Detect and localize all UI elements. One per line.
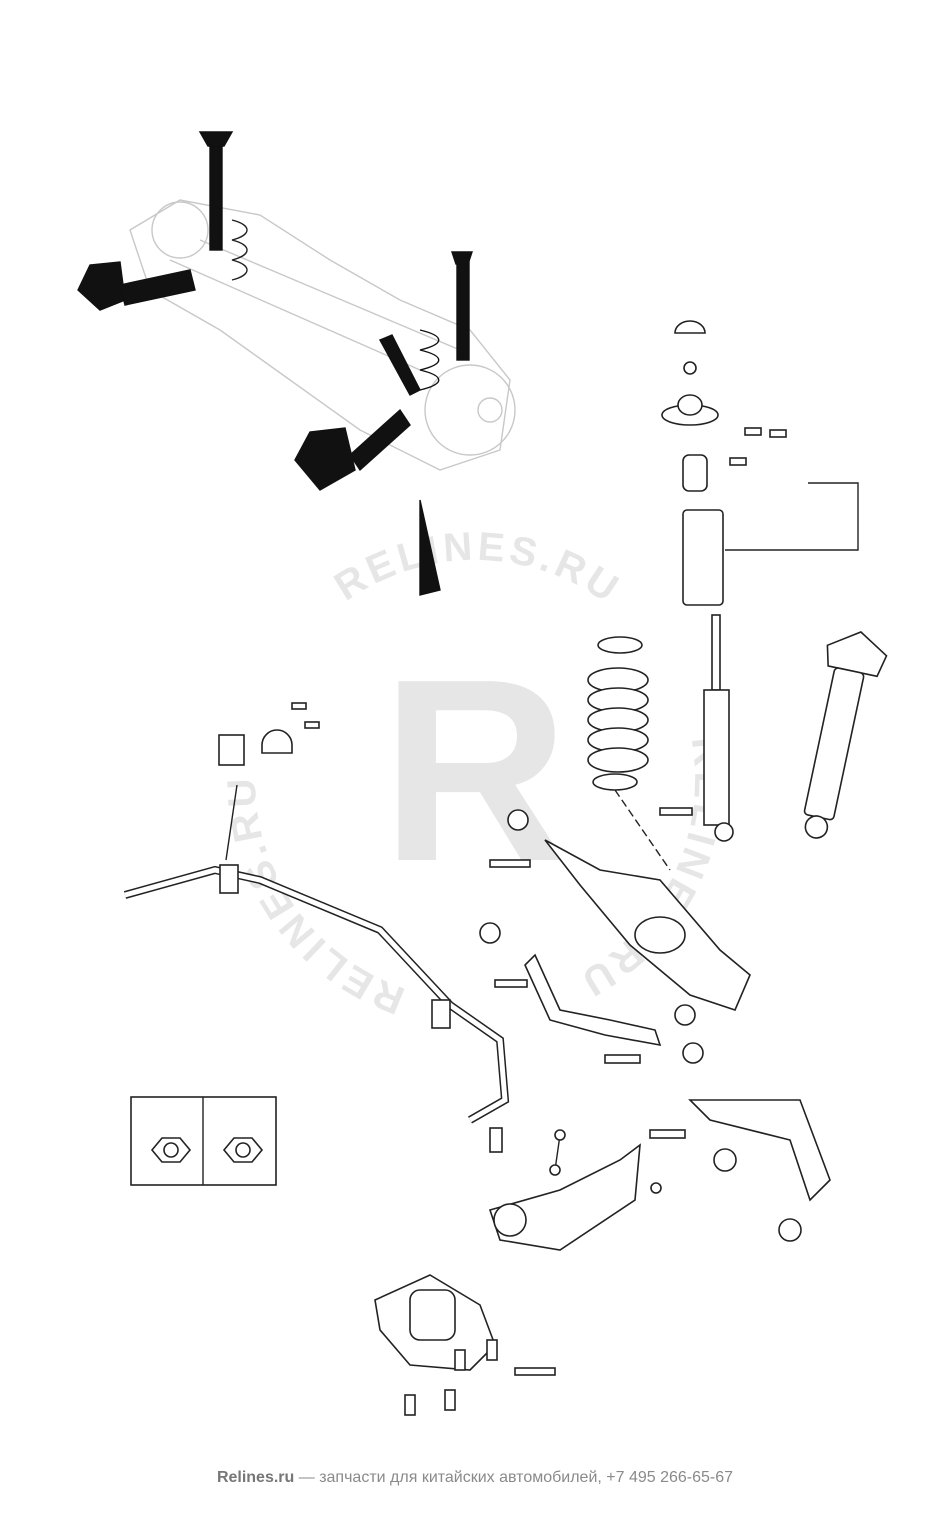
bushing-mount-left <box>77 261 126 311</box>
svg-text:RELINES.RU: RELINES.RU <box>327 524 629 612</box>
bottom-plate-group <box>374 1274 556 1416</box>
top-nut <box>683 361 697 375</box>
shock-rod <box>711 614 721 691</box>
footer-text: — запчасти для китайских автомобилей, +7… <box>294 1469 734 1486</box>
spring-seat-lower <box>592 773 638 791</box>
arm-bolt <box>489 859 531 868</box>
strut-components <box>587 320 888 871</box>
group-bracket <box>725 482 859 551</box>
shock-absorber-right-highlight <box>456 259 470 361</box>
shock-absorber <box>703 689 730 826</box>
control-arms <box>479 809 831 1251</box>
pointer-arrow <box>419 499 441 596</box>
bushing-mount-right <box>294 427 356 491</box>
shock-bolt <box>659 807 693 816</box>
footer-brand-link[interactable]: Relines.ru <box>216 1469 295 1486</box>
stabilizer-bar-group <box>123 702 510 1124</box>
lower-arm-left-highlight <box>119 269 196 306</box>
watermark-ring-text: RELINES.RU <box>327 524 625 612</box>
nut-inset <box>130 1096 277 1186</box>
trailing-arm-upper <box>688 1099 831 1202</box>
spring-left-ghost <box>231 219 248 281</box>
bolt <box>744 427 762 436</box>
upper-control-arm <box>524 953 662 1047</box>
subframe-overview <box>77 131 516 596</box>
bump-stop <box>682 454 708 492</box>
spring-seat-upper <box>597 636 643 654</box>
shock-assembly <box>803 631 888 839</box>
dust-cap <box>674 320 706 334</box>
bushing-bracket <box>261 729 293 754</box>
shock-absorber-left-highlight <box>209 139 223 251</box>
stabilizer-bushing <box>218 734 245 766</box>
footer: Relines.ru — запчасти для китайских авто… <box>0 1469 950 1487</box>
dust-boot <box>682 509 724 606</box>
knuckle-arm <box>488 1143 641 1251</box>
coil-spring <box>587 667 649 773</box>
watermark-letter: R <box>381 626 569 916</box>
long-bolt <box>514 1367 556 1376</box>
lower-arm-right-highlight <box>349 408 411 472</box>
